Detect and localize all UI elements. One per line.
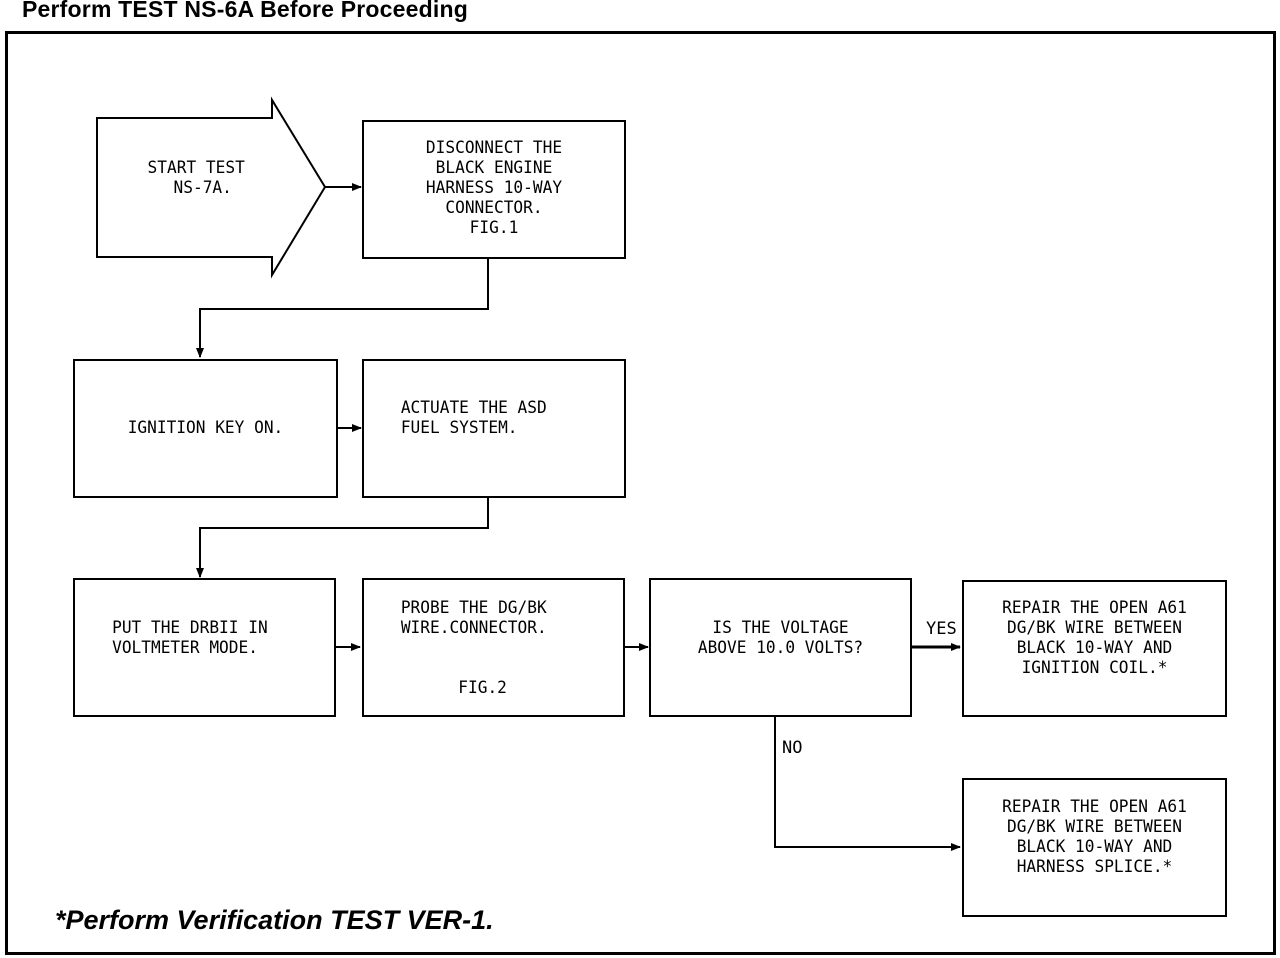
- connector-disconnect-to-ignition: [196, 259, 489, 358]
- connector-actuate-to-drbii: [196, 498, 489, 578]
- repair-ignition-coil-box: [962, 580, 1227, 717]
- no-label: NO: [782, 738, 803, 758]
- connector-no: [774, 717, 961, 851]
- verification-note: *Perform Verification TEST VER-1.: [55, 905, 494, 935]
- repair-harness-splice-box: [962, 778, 1227, 917]
- ignition-box: [73, 359, 338, 498]
- disconnect-box: [362, 120, 626, 259]
- start-label-line1: START TEST: [147, 158, 245, 178]
- repair-harness-splice-text: REPAIR THE OPEN A61 DG/BK WIRE BETWEEN B…: [1002, 797, 1187, 877]
- question-box: [649, 578, 912, 717]
- probe-fig-label: FIG.2: [458, 678, 507, 698]
- drbii-box: [73, 578, 336, 717]
- start-label-line2: NS-7A.: [173, 178, 232, 198]
- probe-box: [362, 578, 625, 717]
- actuate-box: [362, 359, 626, 498]
- diagram-frame: [5, 31, 1276, 955]
- page-title: Perform TEST NS-6A Before Proceeding: [22, 0, 468, 22]
- disconnect-text: DISCONNECT THE BLACK ENGINE HARNESS 10-W…: [425, 138, 563, 238]
- actuate-text: ACTUATE THE ASD FUEL SYSTEM.: [400, 398, 547, 438]
- repair-ignition-coil-text: REPAIR THE OPEN A61 DG/BK WIRE BETWEEN B…: [1002, 598, 1187, 678]
- yes-label: YES: [926, 619, 957, 639]
- ignition-text: IGNITION KEY ON.: [127, 418, 284, 438]
- probe-text: PROBE THE DG/BK WIRE.CONNECTOR.: [400, 598, 547, 638]
- drbii-text: PUT THE DRBII IN VOLTMETER MODE.: [112, 618, 268, 658]
- start-arrow-shape: [96, 96, 327, 279]
- question-text: IS THE VOLTAGE ABOVE 10.0 VOLTS?: [697, 618, 864, 658]
